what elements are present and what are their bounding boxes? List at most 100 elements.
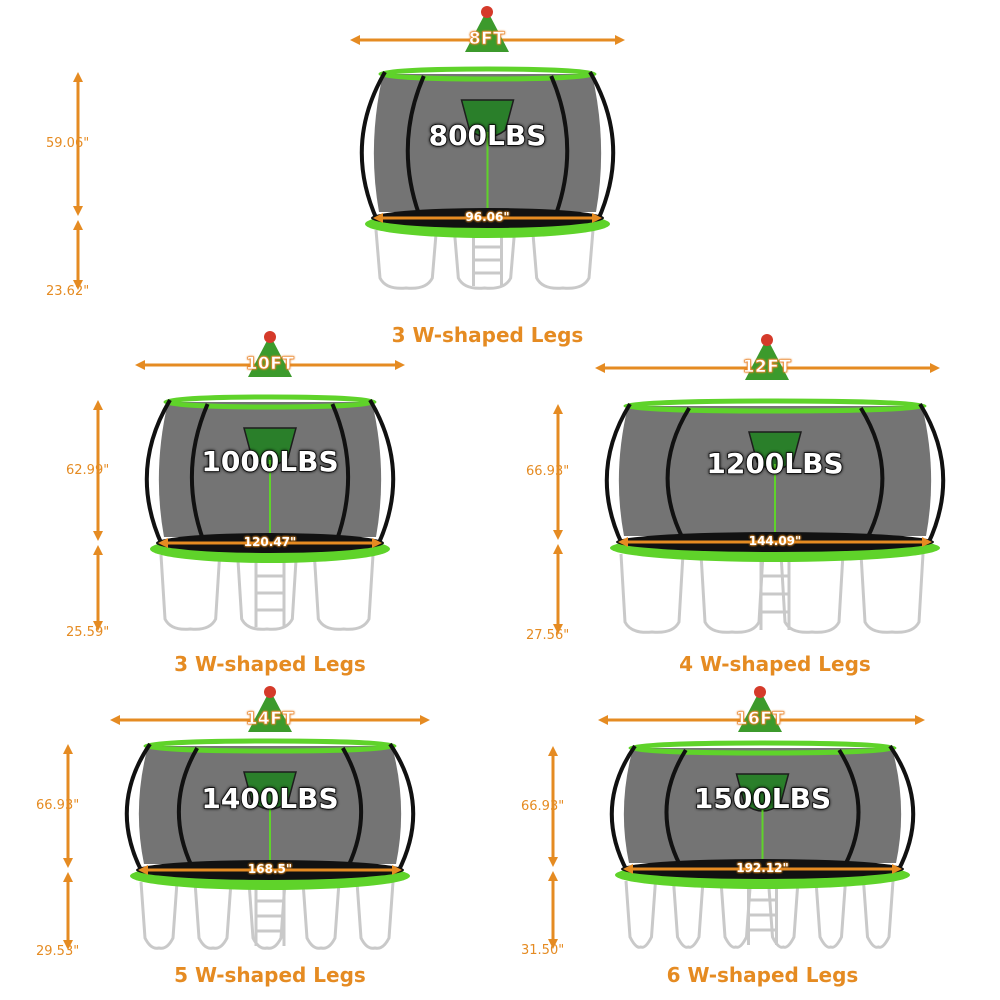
w-leg bbox=[862, 880, 895, 949]
santa-hat-icon bbox=[264, 686, 276, 698]
weight-capacity: 1500LBS bbox=[693, 781, 832, 816]
legs-caption: 4 W-shaped Legs bbox=[679, 652, 871, 676]
w-leg bbox=[699, 553, 765, 634]
weight-capacity: 1000LBS bbox=[201, 444, 340, 479]
ladder bbox=[254, 559, 286, 627]
leg-height-arrow-head-top bbox=[63, 872, 73, 882]
net-height-arrow-head-top bbox=[63, 744, 73, 754]
net-height-arrow-head-top bbox=[93, 400, 103, 410]
legs-frame bbox=[159, 554, 375, 631]
w-leg bbox=[767, 880, 800, 949]
w-leg bbox=[452, 229, 517, 290]
leg-height-arrow-head-bottom bbox=[73, 280, 83, 290]
size-arrow-head-left bbox=[110, 715, 120, 725]
leg-height-value: 29.53" bbox=[36, 944, 80, 959]
legs-caption: 3 W-shaped Legs bbox=[174, 652, 366, 676]
enclosure-poles bbox=[124, 742, 416, 873]
pole-left-outer bbox=[604, 402, 632, 545]
w-leg bbox=[859, 553, 925, 634]
size-arrow-head-right bbox=[915, 715, 925, 725]
legs-caption: 5 W-shaped Legs bbox=[174, 963, 366, 987]
w-leg bbox=[619, 553, 685, 634]
leg-height-arrow-head-top bbox=[93, 545, 103, 555]
basketball-hoop bbox=[460, 99, 515, 138]
diameter-value: 168.5" bbox=[247, 862, 293, 876]
size-arrow-head-right bbox=[615, 35, 625, 45]
size-label: 14FT bbox=[245, 709, 295, 730]
pole-right-inner bbox=[837, 748, 861, 866]
w-leg bbox=[159, 554, 222, 631]
pole-right-outer bbox=[368, 398, 396, 546]
w-leg bbox=[355, 881, 395, 950]
tree-badge-icon bbox=[465, 10, 509, 52]
pole-left-outer bbox=[124, 742, 152, 873]
trampoline-12ft bbox=[553, 334, 946, 634]
leg-height-arrow-head-top bbox=[553, 544, 563, 554]
enclosure-poles bbox=[604, 402, 946, 545]
pole-right-outer bbox=[888, 744, 916, 872]
w-leg bbox=[719, 880, 752, 949]
leg-height-arrow-head-bottom bbox=[63, 940, 73, 950]
leg-height-value: 31.50" bbox=[521, 943, 565, 958]
top-ring bbox=[143, 738, 397, 754]
w-leg bbox=[236, 554, 298, 631]
ladder bbox=[254, 886, 286, 946]
net-height-arrow-head-top bbox=[73, 72, 83, 82]
net-height-arrow-head-bottom bbox=[63, 858, 73, 868]
net-height-arrow-head-bottom bbox=[553, 530, 563, 540]
tree-badge-icon bbox=[738, 690, 782, 732]
legs-frame bbox=[374, 229, 595, 290]
w-leg bbox=[312, 554, 375, 631]
leg-height-arrow-head-bottom bbox=[548, 939, 558, 949]
ladder bbox=[747, 885, 778, 945]
net-height-arrow-head-bottom bbox=[73, 206, 83, 216]
leg-height-value: 23.62" bbox=[46, 284, 90, 299]
enclosure-poles bbox=[609, 744, 916, 872]
diameter-arrow-head-right bbox=[922, 537, 932, 547]
net-height-arrow-head-top bbox=[548, 746, 558, 756]
tree-badge-icon bbox=[248, 335, 292, 377]
size-arrow-head-left bbox=[350, 35, 360, 45]
pole-left-inner bbox=[405, 75, 426, 215]
santa-hat-icon bbox=[761, 334, 773, 346]
diameter-arrow-head-right bbox=[592, 213, 602, 223]
size-arrow-head-left bbox=[135, 360, 145, 370]
size-label: 12FT bbox=[742, 357, 792, 378]
leg-height-arrow-head-bottom bbox=[93, 621, 103, 631]
diameter-arrow-head-left bbox=[373, 213, 383, 223]
net-height-arrow-head-bottom bbox=[93, 531, 103, 541]
diameter-value: 96.06" bbox=[465, 210, 510, 224]
size-arrow-head-left bbox=[598, 715, 608, 725]
pole-left-inner bbox=[664, 748, 688, 866]
size-arrow-head-right bbox=[930, 363, 940, 373]
pole-left-outer bbox=[609, 744, 637, 872]
ladder bbox=[759, 558, 791, 630]
diameter-value: 192.12" bbox=[736, 861, 789, 875]
pole-left-inner bbox=[665, 406, 691, 539]
diameter-arrow-head-right bbox=[392, 865, 402, 875]
pole-right-inner bbox=[859, 406, 885, 539]
leg-height-arrow-head-top bbox=[73, 220, 83, 230]
size-label: 10FT bbox=[245, 354, 295, 375]
net-height-value: 59.06" bbox=[46, 136, 90, 151]
basketball-hoop bbox=[748, 431, 802, 470]
pole-right-outer bbox=[588, 70, 616, 221]
top-ring bbox=[378, 66, 597, 82]
diameter-arrow-head-left bbox=[623, 864, 633, 874]
pole-right-inner bbox=[549, 75, 570, 215]
basketball-hoop bbox=[735, 773, 790, 812]
diameter-arrow-head-right bbox=[372, 538, 382, 548]
w-leg bbox=[531, 229, 595, 290]
diameter-arrow-head-left bbox=[158, 538, 168, 548]
net-height-value: 66.93" bbox=[36, 798, 80, 813]
legs-caption: 3 W-shaped Legs bbox=[391, 323, 584, 347]
pole-right-inner bbox=[341, 746, 364, 867]
pole-left-inner bbox=[189, 403, 210, 540]
size-label: 8FT bbox=[468, 29, 506, 50]
pole-right-outer bbox=[918, 402, 946, 545]
size-label: 16FT bbox=[735, 709, 785, 730]
tree-badge-icon bbox=[745, 338, 789, 380]
net-height-arrow-head-bottom bbox=[548, 857, 558, 867]
pole-left-inner bbox=[176, 746, 199, 867]
trampoline-14ft bbox=[63, 686, 430, 950]
